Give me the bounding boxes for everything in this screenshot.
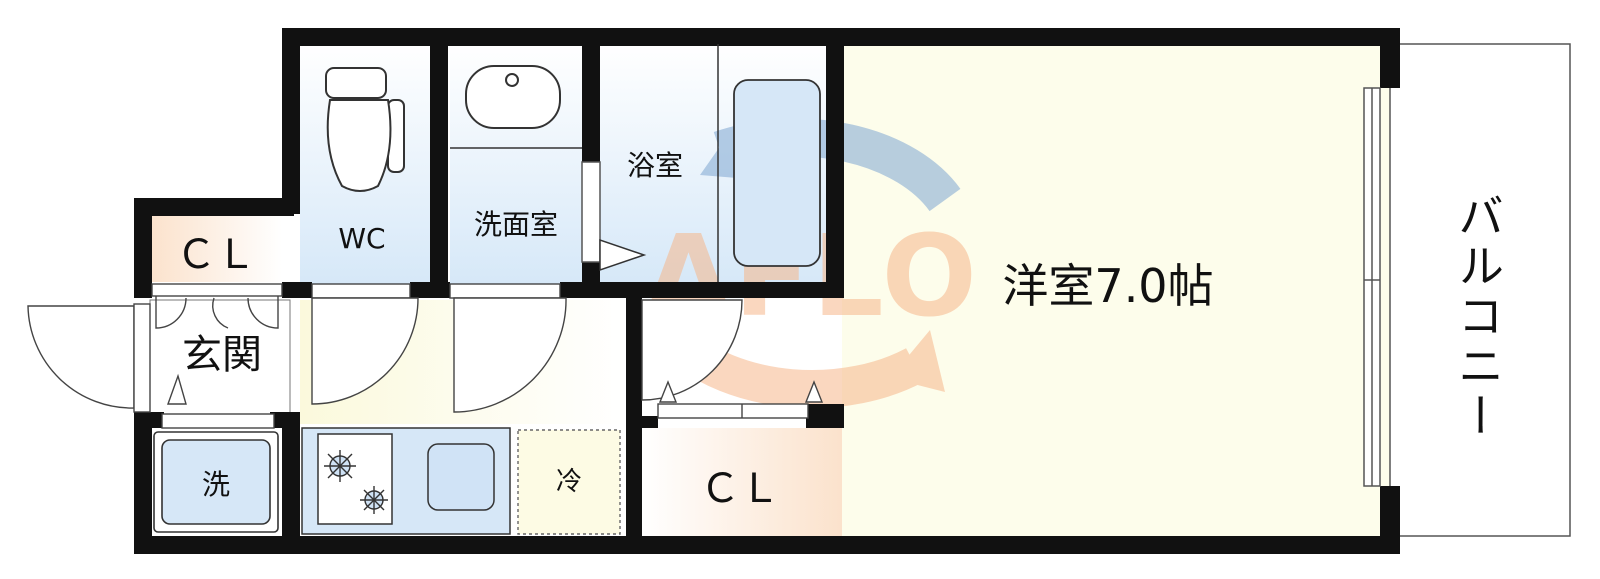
- bathtub-icon: [717, 44, 821, 282]
- washbasin-icon: [450, 65, 582, 149]
- closet-lower-floor: [642, 428, 842, 536]
- balcony-label: バルコニー: [1451, 192, 1505, 442]
- closet-upper-label: ＣＬ: [176, 232, 256, 278]
- washing-machine-pan: [153, 431, 279, 533]
- bath-label: 浴室: [627, 149, 683, 182]
- western-room-floor: [842, 44, 1390, 536]
- washroom-label: 洗面室: [474, 208, 558, 241]
- closet-lower-door: [641, 299, 824, 419]
- western-room-label: 洋室7.0帖: [1002, 259, 1213, 313]
- kitchen-counter: [301, 427, 511, 535]
- walls: [134, 28, 1400, 554]
- washroom-door: [449, 283, 567, 413]
- stove-burner-icon: [324, 450, 388, 514]
- bath-door: [599, 238, 647, 272]
- balcony-window: [1363, 87, 1381, 487]
- balcony-floor: [1389, 43, 1571, 537]
- laundry-label: 洗: [202, 468, 230, 501]
- fridge-space: [517, 429, 621, 535]
- toilet-door: [311, 283, 419, 405]
- bath-window: [581, 161, 601, 263]
- fridge-label: 冷: [556, 467, 582, 497]
- closet-upper-doors: [151, 283, 283, 329]
- toilet-icon: [325, 67, 405, 192]
- entrance-label: 玄関: [182, 332, 262, 378]
- closet-upper-floor: [150, 216, 282, 282]
- closet-lower-label: ＣＬ: [700, 466, 780, 512]
- entrance-step: [161, 373, 275, 429]
- toilet-label: WC: [338, 222, 385, 255]
- entrance-door: [27, 303, 151, 413]
